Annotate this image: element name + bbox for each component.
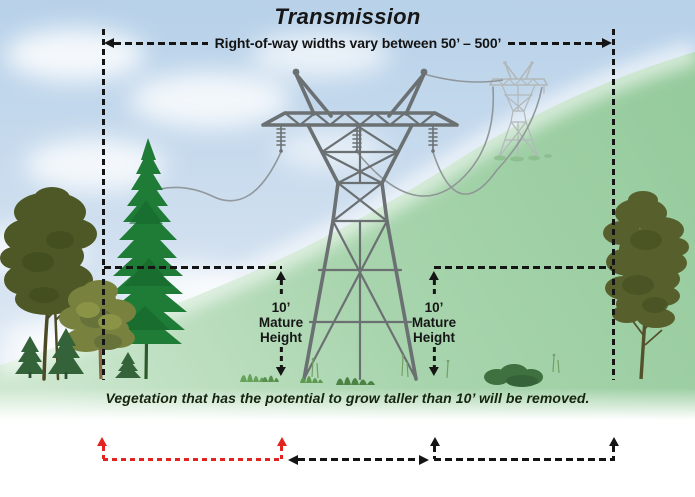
dashed-line bbox=[298, 458, 419, 461]
dashed-line bbox=[433, 446, 436, 459]
insulator-strings bbox=[276, 124, 438, 153]
arrowhead-left-icon bbox=[288, 454, 298, 465]
arrowhead-up-icon bbox=[276, 437, 287, 446]
main-transmission-tower-icon bbox=[261, 68, 459, 381]
distant-tower-grass bbox=[494, 154, 552, 162]
ground-fade bbox=[0, 388, 695, 420]
row-boundary-line-right bbox=[611, 29, 615, 380]
dashed-line bbox=[611, 446, 615, 459]
dashed-line bbox=[114, 41, 208, 45]
mature-height-label-right: 10’ Mature Height bbox=[411, 300, 457, 345]
arrowhead-right-icon bbox=[419, 454, 429, 465]
dashed-line bbox=[434, 458, 615, 461]
diagram-title: Transmission bbox=[274, 4, 421, 29]
mature-height-arrow-left: 10’ Mature Height bbox=[259, 271, 303, 376]
arrowhead-up-icon bbox=[429, 437, 440, 446]
arrowhead-up-icon bbox=[428, 271, 439, 280]
scene-svg bbox=[0, 0, 695, 420]
arrowhead-up-icon bbox=[275, 271, 286, 280]
dashed-line bbox=[432, 280, 436, 298]
bush-icon bbox=[484, 364, 543, 387]
vegetation-caption: Vegetation that has the potential to gro… bbox=[105, 390, 590, 406]
dashed-line bbox=[101, 446, 105, 459]
arrowhead-left-icon bbox=[104, 38, 114, 48]
dashed-line bbox=[279, 347, 283, 367]
arrowhead-down-icon bbox=[428, 367, 439, 376]
dashed-line bbox=[508, 41, 602, 45]
arrowhead-right-icon bbox=[602, 38, 612, 48]
dashed-line bbox=[432, 347, 436, 367]
spruce-trees bbox=[15, 328, 141, 379]
illustration bbox=[0, 0, 695, 420]
arrowhead-down-icon bbox=[275, 367, 286, 376]
arrowhead-up-icon bbox=[608, 437, 619, 446]
grass-and-bushes bbox=[240, 353, 560, 387]
clearance-height-line-left bbox=[104, 266, 282, 269]
dashed-line bbox=[103, 458, 283, 461]
row-boundary-line-left bbox=[101, 29, 105, 380]
mature-height-label-left: 10’ Mature Height bbox=[258, 300, 304, 345]
clearance-height-line-right bbox=[434, 266, 612, 269]
right-of-way-label: Right-of-way widths vary between 50’ – 5… bbox=[214, 35, 502, 51]
power-lines bbox=[142, 73, 543, 202]
arrowhead-up-icon bbox=[96, 437, 107, 446]
right-of-way-width-arrow: Right-of-way widths vary between 50’ – 5… bbox=[104, 35, 612, 51]
dashed-line bbox=[279, 280, 283, 298]
dashed-line bbox=[279, 446, 283, 459]
mature-height-arrow-right: 10’ Mature Height bbox=[412, 271, 456, 376]
